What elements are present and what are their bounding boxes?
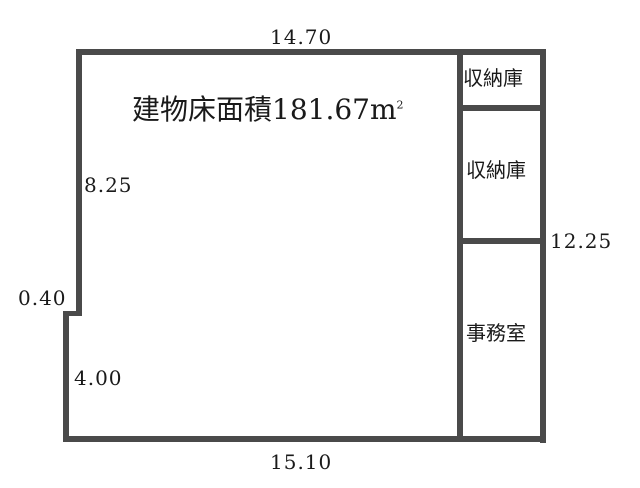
dimension-left-step: 0.40 xyxy=(18,286,67,310)
room-storage-1: 収納庫 xyxy=(463,66,523,90)
wall-right xyxy=(540,49,546,443)
wall-storage-divider-1 xyxy=(457,105,546,111)
dimension-bottom: 15.10 xyxy=(270,450,333,474)
wall-top xyxy=(76,49,546,55)
floor-area-title: 建物床面積181.67m2 xyxy=(132,96,404,124)
wall-left-step xyxy=(63,311,82,316)
dimension-top: 14.70 xyxy=(270,25,333,49)
floor-area-text: 建物床面積181.67m xyxy=(132,93,397,126)
wall-storage-divider-2 xyxy=(457,238,546,244)
dimension-left-upper: 8.25 xyxy=(84,173,133,197)
wall-bottom xyxy=(63,436,546,442)
wall-left-upper xyxy=(76,49,82,316)
wall-interior-vertical xyxy=(457,49,463,442)
floor-area-unit-sup: 2 xyxy=(396,98,404,112)
room-storage-2: 収納庫 xyxy=(466,158,526,182)
dimension-left-lower: 4.00 xyxy=(74,366,123,390)
dimension-right: 12.25 xyxy=(550,229,613,253)
wall-left-lower xyxy=(63,311,69,442)
room-office: 事務室 xyxy=(466,321,526,345)
